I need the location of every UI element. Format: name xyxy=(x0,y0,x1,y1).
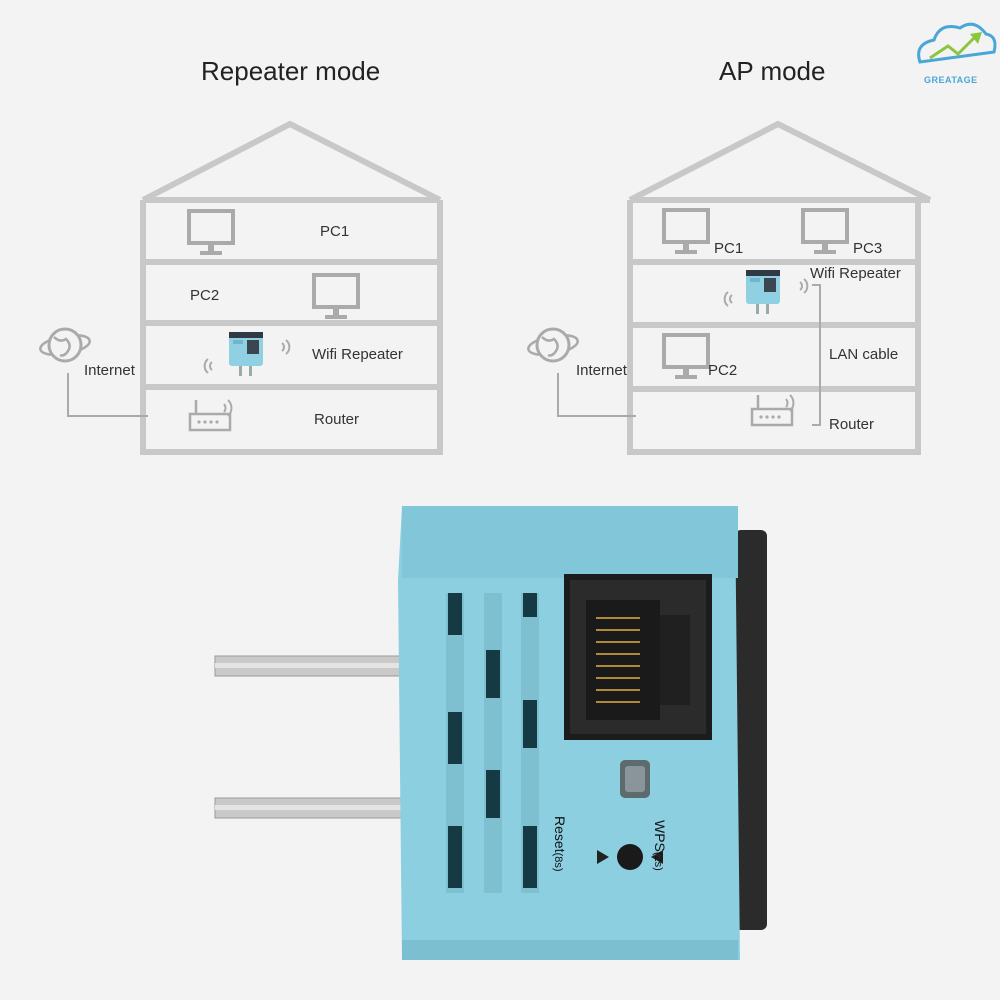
repeater-pc2-label: PC2 xyxy=(190,287,220,304)
reset-label-text: Reset(8s) xyxy=(552,816,568,872)
ap-wifi-wave-icon xyxy=(799,278,809,294)
ap-pc2-monitor-icon xyxy=(662,333,710,381)
ap-lan-label: LAN cable xyxy=(829,346,899,363)
ap-pc2-label: PC2 xyxy=(708,362,738,379)
internet-globe-icon xyxy=(37,327,93,363)
wps-label: WPS(2s) xyxy=(652,820,668,871)
mini-repeater-icon xyxy=(229,332,263,376)
reset-text: Reset xyxy=(552,816,568,853)
ap-pc1-label: PC1 xyxy=(714,240,744,257)
pc2-monitor-icon xyxy=(312,273,360,321)
ap-pc3-monitor-icon xyxy=(801,208,849,256)
ap-router-label: Router xyxy=(829,416,875,433)
repeater-pc1-label: PC1 xyxy=(320,223,350,240)
repeater-router-label: Router xyxy=(314,411,360,428)
repeater-internet-label: Internet xyxy=(84,362,135,379)
wps-time-text: (2s) xyxy=(652,851,664,871)
repeater-mode-title: Repeater mode xyxy=(201,56,381,86)
ap-wifi-label: Wifi Repeater xyxy=(810,265,901,282)
greatage-logo-icon xyxy=(917,22,997,64)
ap-house xyxy=(627,120,932,455)
lan-cable-line xyxy=(812,284,821,426)
wifi-wave-icon xyxy=(281,339,291,355)
pc1-monitor-icon xyxy=(187,209,235,257)
repeater-house xyxy=(140,120,443,455)
ap-mode-title: AP mode xyxy=(719,56,826,86)
ap-router-icon xyxy=(750,393,795,427)
ap-internet-label: Internet xyxy=(576,362,627,379)
ap-pc1-monitor-icon xyxy=(662,208,710,256)
reset-time-text: (8s) xyxy=(552,852,564,872)
repeater-device xyxy=(214,506,767,960)
ap-pc3-label: PC3 xyxy=(853,240,883,257)
ap-internet-globe-icon xyxy=(525,327,581,363)
repeater-wifi-label: Wifi Repeater xyxy=(312,346,403,363)
wps-text: WPS xyxy=(652,820,668,852)
router-icon xyxy=(188,398,233,432)
logo-text: GREATAGE xyxy=(924,75,978,85)
ap-mini-repeater-icon xyxy=(746,270,780,314)
